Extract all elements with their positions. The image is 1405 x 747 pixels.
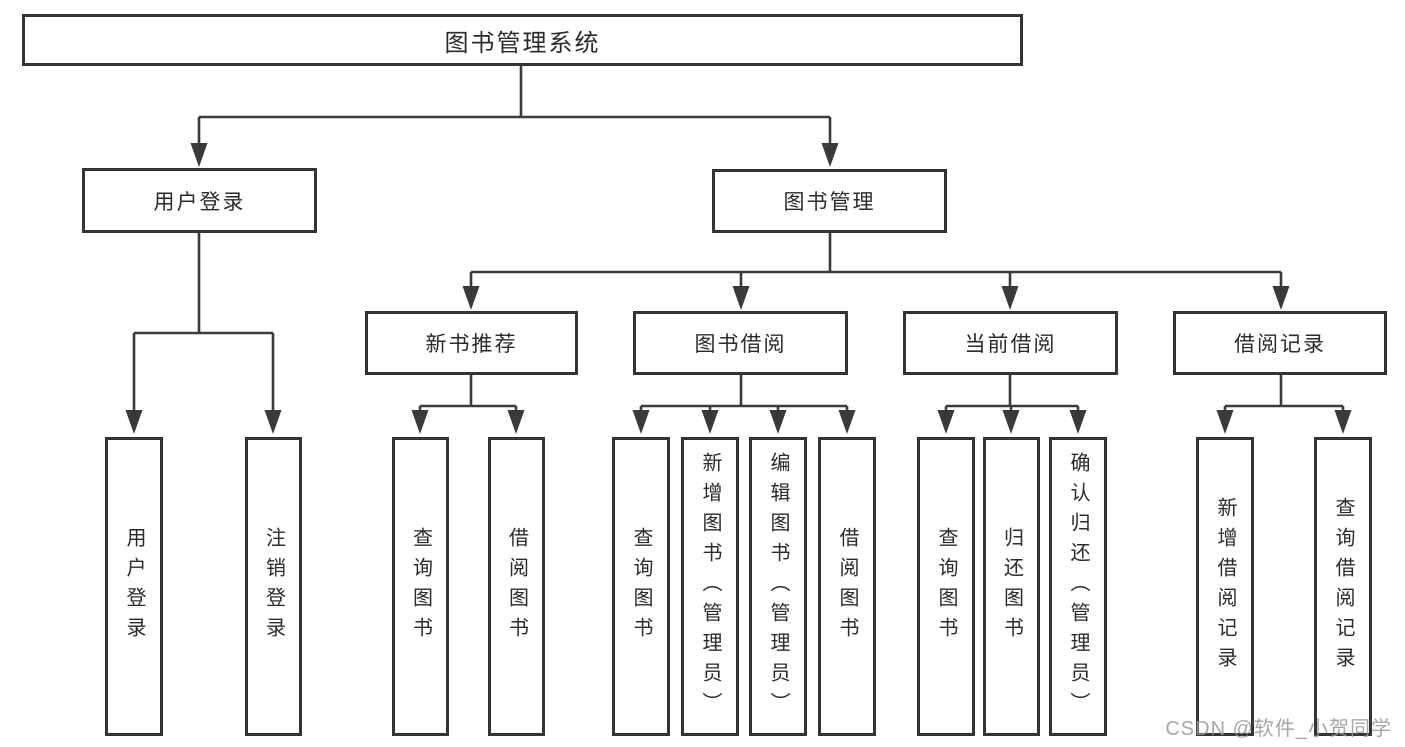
node-current-borrowing: 当前借阅 bbox=[903, 311, 1118, 375]
node-label: 图书借阅 bbox=[694, 333, 787, 356]
node-borrowing-records: 借阅记录 bbox=[1173, 311, 1387, 375]
node-root-system: 图书管理系统 bbox=[22, 14, 1023, 66]
leaf-label: 确认归还（管理员） bbox=[1067, 451, 1089, 722]
leaf-borrow-books: 借阅图书 bbox=[818, 437, 876, 736]
leaf-query-books-recommend: 查询图书 bbox=[392, 437, 449, 736]
node-label: 新书推荐 bbox=[425, 333, 518, 356]
leaf-edit-books-admin: 编辑图书（管理员） bbox=[749, 437, 807, 736]
leaf-query-books-current: 查询图书 bbox=[917, 437, 975, 736]
leaf-label: 查询图书 bbox=[630, 526, 652, 647]
node-label: 当前借阅 bbox=[964, 333, 1057, 356]
leaf-user-login: 用户登录 bbox=[105, 437, 163, 736]
leaf-query-books-borrowing: 查询图书 bbox=[612, 437, 670, 736]
leaf-query-borrow-record: 查询借阅记录 bbox=[1314, 437, 1372, 736]
leaf-return-books: 归还图书 bbox=[983, 437, 1040, 736]
leaf-add-books-admin: 新增图书（管理员） bbox=[681, 437, 739, 736]
leaf-label: 借阅图书 bbox=[836, 526, 858, 647]
node-user-login-branch: 用户登录 bbox=[82, 168, 317, 233]
node-new-book-recommend: 新书推荐 bbox=[365, 311, 578, 375]
leaf-label: 借阅图书 bbox=[505, 526, 528, 647]
node-book-management-branch: 图书管理 bbox=[712, 169, 947, 233]
node-label: 借阅记录 bbox=[1234, 333, 1326, 356]
leaf-logout: 注销登录 bbox=[245, 437, 302, 736]
node-label: 用户登录 bbox=[153, 190, 246, 214]
leaf-add-borrow-record: 新增借阅记录 bbox=[1196, 437, 1254, 736]
leaf-borrow-books-recommend: 借阅图书 bbox=[488, 437, 545, 736]
leaf-label: 查询图书 bbox=[935, 526, 957, 647]
leaf-label: 新增图书（管理员） bbox=[699, 451, 721, 722]
leaf-label: 查询借阅记录 bbox=[1332, 496, 1354, 677]
node-root-label: 图书管理系统 bbox=[444, 29, 601, 57]
node-book-borrowing: 图书借阅 bbox=[633, 311, 848, 375]
leaf-label: 归还图书 bbox=[1000, 526, 1023, 647]
leaf-label: 查询图书 bbox=[409, 526, 432, 647]
leaf-confirm-return-admin: 确认归还（管理员） bbox=[1049, 437, 1107, 736]
leaf-label: 编辑图书（管理员） bbox=[767, 451, 789, 722]
leaf-label: 新增借阅记录 bbox=[1214, 496, 1236, 677]
arrowhead-icons bbox=[125, 143, 1352, 434]
leaf-label: 注销登录 bbox=[262, 526, 285, 647]
leaf-label: 用户登录 bbox=[123, 526, 145, 647]
node-label: 图书管理 bbox=[783, 191, 876, 214]
csdn-watermark: CSDN @软件_小贺同学 bbox=[1165, 718, 1392, 740]
